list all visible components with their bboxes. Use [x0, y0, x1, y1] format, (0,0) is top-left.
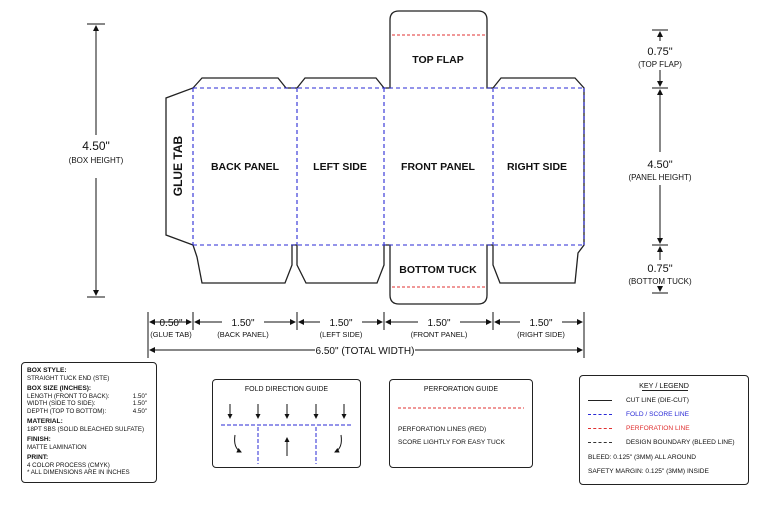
- legend-item-fold: FOLD / SCORE LINE: [588, 411, 689, 418]
- width-dimensions: [147, 312, 585, 358]
- legend-item-perforation: PERFORATION LINE: [588, 425, 690, 432]
- length-value: 1.50": [132, 392, 147, 400]
- legend-item-cut: CUT LINE (DIE-CUT): [588, 397, 689, 404]
- length-row: LENGTH (FRONT TO BACK): 1.50": [27, 393, 156, 401]
- right-dim-value: 1.50": [529, 318, 552, 329]
- length-label: LENGTH (FRONT TO BACK):: [27, 392, 110, 400]
- left-side-label: LEFT SIDE: [313, 161, 367, 173]
- top-flap-dim-value: 0.75": [647, 46, 672, 58]
- top-flap-label: TOP FLAP: [412, 54, 464, 66]
- box-height-value: 4.50": [82, 139, 110, 153]
- print-heading: PRINT:: [27, 454, 49, 461]
- front-dim-value: 1.50": [427, 318, 450, 329]
- perforation-lines: [392, 34, 485, 288]
- bottom-tuck-dim-label: (BOTTOM TUCK): [628, 277, 692, 286]
- glue-tab-dim-label: (GLUE TAB): [150, 330, 192, 339]
- fold-guide-title: FOLD DIRECTION GUIDE: [244, 386, 329, 393]
- front-dim-label: (FRONT PANEL): [411, 330, 468, 339]
- legend-cut-label: CUT LINE (DIE-CUT): [626, 397, 689, 404]
- perforation-sample-line: [398, 407, 524, 409]
- legend-title: KEY / LEGEND: [639, 381, 689, 390]
- left-dim-value: 1.50": [329, 318, 352, 329]
- back-panel-label: BACK PANEL: [211, 161, 280, 173]
- specifications-box: BOX STYLE: STRAIGHT TUCK END (STE) BOX S…: [21, 362, 157, 483]
- bottom-tuck-dim-value: 0.75": [647, 263, 672, 275]
- top-flap-dim-label: (TOP FLAP): [638, 60, 682, 69]
- material-heading: MATERIAL:: [27, 418, 63, 425]
- fold-direction-icon: [221, 404, 353, 464]
- fold-lines: [192, 87, 585, 246]
- width-row: WIDTH (SIDE TO SIDE): 1.50": [27, 400, 156, 408]
- perforation-line-swatch: [588, 428, 612, 429]
- front-panel-label: FRONT PANEL: [401, 161, 475, 173]
- depth-value: 4.50": [132, 407, 147, 415]
- material-value: 18PT SBS (SOLID BLEACHED SULFATE): [27, 425, 145, 433]
- legend-safety-margin: SAFETY MARGIN: 0.125" (3MM) INSIDE: [588, 468, 709, 475]
- glue-tab-dim-value: 0.50": [159, 318, 182, 329]
- width-label: WIDTH (SIDE TO SIDE):: [27, 400, 96, 407]
- panel-height-label: (PANEL HEIGHT): [628, 173, 691, 182]
- legend-title-underline: [642, 390, 688, 391]
- print-value: 4 COLOR PROCESS (CMYK): [27, 461, 110, 469]
- depth-label: DEPTH (TOP TO BOTTOM):: [27, 407, 107, 415]
- design-line-swatch: [588, 442, 612, 443]
- perforation-guide: PERFORATION GUIDE PERFORATION LINES (RED…: [389, 379, 533, 468]
- box-height-dimension: [87, 23, 105, 298]
- fold-direction-guide: FOLD DIRECTION GUIDE: [212, 379, 361, 468]
- back-dim-label: (BACK PANEL): [217, 330, 269, 339]
- panel-height-value: 4.50": [647, 159, 672, 171]
- depth-row: DEPTH (TOP TO BOTTOM): 4.50": [27, 408, 156, 416]
- finish-value: MATTE LAMINATION: [27, 443, 87, 451]
- legend-perforation-label: PERFORATION LINE: [626, 425, 690, 432]
- cut-line-outline: [165, 10, 585, 305]
- right-dimensions: [652, 29, 668, 294]
- right-dim-label: (RIGHT SIDE): [517, 330, 565, 339]
- legend-design-label: DESIGN BOUNDARY (BLEED LINE): [626, 439, 735, 446]
- box-style-heading: BOX STYLE:: [27, 367, 67, 374]
- cut-line-swatch: [588, 400, 612, 401]
- box-style-value: STRAIGHT TUCK END (STE): [27, 374, 110, 382]
- perforation-guide-line-2: SCORE LIGHTLY FOR EASY TUCK: [398, 439, 505, 446]
- box-size-heading: BOX SIZE (INCHES):: [27, 385, 92, 392]
- perforation-guide-line-1: PERFORATION LINES (RED): [398, 426, 487, 433]
- back-dim-value: 1.50": [231, 318, 254, 329]
- fold-line-swatch: [588, 414, 612, 415]
- legend-item-design: DESIGN BOUNDARY (BLEED LINE): [588, 439, 735, 446]
- left-dim-label: (LEFT SIDE): [320, 330, 363, 339]
- box-height-label: (BOX HEIGHT): [69, 156, 124, 165]
- right-side-label: RIGHT SIDE: [507, 161, 567, 173]
- dimensions-note: * ALL DIMENSIONS ARE IN INCHES: [27, 469, 130, 476]
- width-value: 1.50": [132, 400, 147, 407]
- glue-tab-label: GLUE TAB: [171, 135, 185, 196]
- legend-fold-label: FOLD / SCORE LINE: [626, 411, 690, 418]
- legend-bleed: BLEED: 0.125" (3MM) ALL AROUND: [588, 454, 697, 461]
- total-width-label: 6.50" (TOTAL WIDTH): [316, 346, 415, 357]
- finish-heading: FINISH:: [27, 436, 51, 443]
- perforation-guide-title: PERFORATION GUIDE: [423, 386, 499, 393]
- bottom-tuck-label: BOTTOM TUCK: [399, 264, 477, 276]
- legend-box: KEY / LEGEND CUT LINE (DIE-CUT) FOLD / S…: [579, 375, 749, 485]
